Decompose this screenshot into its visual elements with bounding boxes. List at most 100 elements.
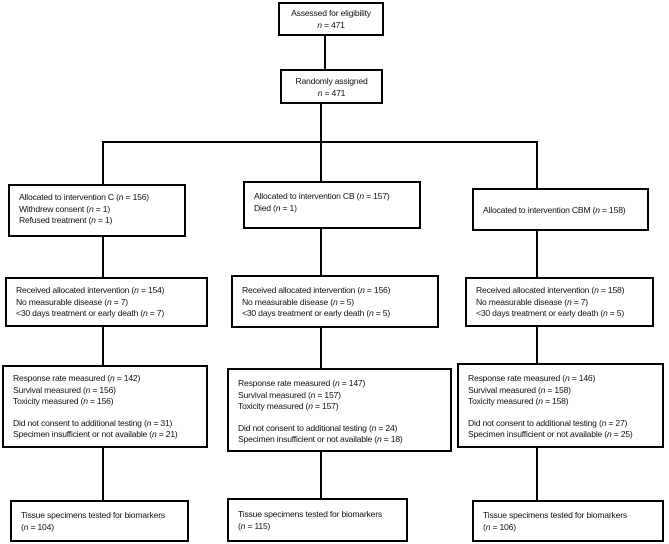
italic-n-symbol: n xyxy=(485,521,491,532)
box-tissue-biomarkers-cb: Tissue specimens tested for biomarkers(n… xyxy=(227,498,408,542)
box-text-line: n = 471 xyxy=(317,87,346,98)
italic-n-symbol: n xyxy=(310,389,316,400)
connector-branch-horizontal xyxy=(102,141,538,143)
italic-n-symbol: n xyxy=(566,296,572,307)
box-text-line: Response rate measured (n = 146) xyxy=(468,373,596,383)
italic-n-symbol: n xyxy=(275,202,281,213)
italic-n-symbol: n xyxy=(594,285,599,295)
italic-n-symbol: n xyxy=(308,401,313,412)
connector-alloc-to-received-cb xyxy=(320,229,322,275)
italic-n-symbol: n xyxy=(23,521,29,532)
box-text-line: Received allocated intervention (n = 156… xyxy=(242,285,391,295)
italic-n-symbol: n xyxy=(146,417,152,428)
box-outcomes-measured-c: Response rate measured (n = 142)Survival… xyxy=(2,365,208,448)
italic-n-symbol: n xyxy=(83,396,88,407)
connector-randomized-to-branch xyxy=(320,104,322,142)
box-text-line: Assessed for eligibility xyxy=(291,8,371,19)
italic-n-symbol: n xyxy=(334,378,340,388)
box-text-line: Received allocated intervention (n = 154… xyxy=(16,285,165,295)
box-text-line: No measurable disease (n = 5) xyxy=(242,296,354,307)
italic-n-symbol: n xyxy=(595,204,600,215)
connector-branch-to-alloc-c xyxy=(102,143,104,184)
italic-n-symbol: n xyxy=(106,296,112,307)
box-text-line: (n = 115) xyxy=(238,520,271,531)
italic-n-symbol: n xyxy=(603,308,608,319)
box-text-line: Did not consent to additional testing (n… xyxy=(468,417,628,428)
box-text-line: (n = 106) xyxy=(483,521,516,532)
italic-n-symbol: n xyxy=(606,429,612,440)
box-text-line: n = 471 xyxy=(317,20,345,30)
box-text-line: Allocated to intervention C (n = 156) xyxy=(19,192,149,202)
box-text-line: Survival measured (n = 156) xyxy=(13,384,116,395)
box-text-line: Survival measured (n = 157) xyxy=(238,389,341,400)
box-text-line: (n = 104) xyxy=(21,521,54,532)
box-text-line: Allocated to intervention CBM (n = 158) xyxy=(483,204,626,215)
box-text-line: Withdrew consent (n = 1) xyxy=(19,203,110,214)
italic-n-symbol: n xyxy=(151,429,157,440)
italic-n-symbol: n xyxy=(601,417,607,428)
italic-n-symbol: n xyxy=(118,192,124,202)
box-text-line: Allocated to intervention CB (n = 157) xyxy=(254,191,390,201)
italic-n-symbol: n xyxy=(540,384,546,395)
box-text-line: No measurable disease (n = 7) xyxy=(476,296,588,307)
box-text-line: Survival measured (n = 158) xyxy=(468,384,571,395)
connector-branch-to-alloc-cb xyxy=(320,143,322,181)
box-outcomes-measured-cbm: Response rate measured (n = 146)Survival… xyxy=(457,363,664,448)
italic-n-symbol: n xyxy=(369,308,374,319)
connector-measured-to-tissue-cb xyxy=(320,452,322,498)
connector-measured-to-tissue-cbm xyxy=(536,448,538,500)
box-text-line: Did not consent to additional testing (n… xyxy=(238,422,398,433)
box-text-line: Refused treatment (n = 1) xyxy=(19,215,113,226)
italic-n-symbol: n xyxy=(85,384,91,395)
italic-n-symbol: n xyxy=(317,87,323,98)
italic-n-symbol: n xyxy=(143,308,148,319)
box-allocated-cbm: Allocated to intervention CBM (n = 158) xyxy=(472,188,649,231)
box-text-line: Tissue specimens tested for biomarkers xyxy=(483,510,627,520)
box-text-line: Tissue specimens tested for biomarkers xyxy=(21,510,165,520)
box-text-line: Tissue specimens tested for biomarkers xyxy=(238,509,382,519)
box-text-line: <30 days treatment or early death (n = 7… xyxy=(16,308,165,319)
italic-n-symbol: n xyxy=(91,215,96,226)
box-text-line: Specimen insufficient or not available (… xyxy=(13,429,178,440)
box-received-intervention-cb: Received allocated intervention (n = 156… xyxy=(231,275,439,328)
box-text-line: Did not consent to additional testing (n… xyxy=(13,417,173,428)
box-text-line: Toxicity measured (n = 157) xyxy=(238,401,339,412)
connector-received-to-measured-c xyxy=(102,327,104,365)
italic-n-symbol: n xyxy=(564,373,570,383)
box-tissue-biomarkers-cbm: Tissue specimens tested for biomarkers(n… xyxy=(472,500,664,542)
box-text-line: <30 days treatment or early death (n = 5… xyxy=(476,308,625,319)
box-text-line: Received allocated intervention (n = 158… xyxy=(476,285,625,295)
connector-received-to-measured-cbm xyxy=(536,327,538,363)
box-allocated-c: Allocated to intervention C (n = 156)Wit… xyxy=(8,184,186,237)
connector-branch-to-alloc-cbm xyxy=(536,143,538,188)
connector-alloc-to-received-cbm xyxy=(536,231,538,277)
connector-alloc-to-received-c xyxy=(102,237,104,277)
italic-n-symbol: n xyxy=(240,520,246,531)
connector-assessed-to-randomized xyxy=(324,36,326,69)
box-outcomes-measured-cb: Response rate measured (n = 147)Survival… xyxy=(227,368,452,452)
italic-n-symbol: n xyxy=(359,191,364,201)
box-text-line: Response rate measured (n = 147) xyxy=(238,378,366,388)
box-text-line: Died (n = 1) xyxy=(254,202,297,213)
box-text-line: Specimen insufficient or not available (… xyxy=(468,429,633,440)
connector-measured-to-tissue-c xyxy=(102,448,104,500)
box-text-line: Specimen insufficient or not available (… xyxy=(238,434,403,445)
box-text-line: Toxicity measured (n = 158) xyxy=(468,396,569,407)
italic-n-symbol: n xyxy=(360,285,365,295)
connector-received-to-measured-cb xyxy=(320,328,322,368)
box-allocated-cb: Allocated to intervention CB (n = 157)Di… xyxy=(243,181,421,229)
italic-n-symbol: n xyxy=(371,422,377,433)
italic-n-symbol: n xyxy=(332,296,338,307)
italic-n-symbol: n xyxy=(317,20,322,30)
box-received-intervention-cbm: Received allocated intervention (n = 158… xyxy=(465,277,654,327)
box-text-line: No measurable disease (n = 7) xyxy=(16,296,128,307)
italic-n-symbol: n xyxy=(134,285,139,295)
box-received-intervention-c: Received allocated intervention (n = 154… xyxy=(5,277,208,327)
box-text-line: Toxicity measured (n = 156) xyxy=(13,396,114,407)
italic-n-symbol: n xyxy=(88,203,94,214)
box-tissue-biomarkers-c: Tissue specimens tested for biomarkers(n… xyxy=(10,500,189,542)
italic-n-symbol: n xyxy=(538,396,543,407)
